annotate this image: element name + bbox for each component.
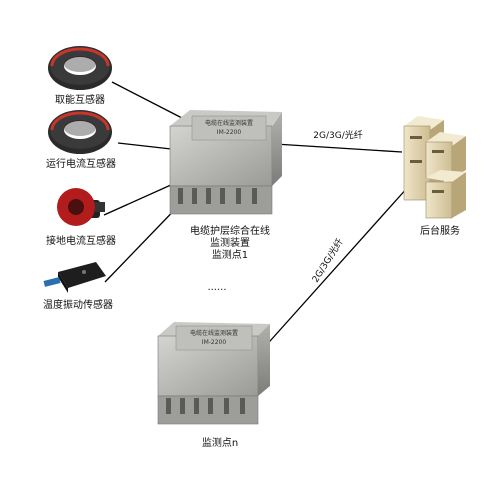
server-label: 后台服务 (420, 226, 460, 237)
sensor-label-2: 运行电流互感器 (46, 159, 116, 170)
server-cluster-icon (403, 116, 466, 219)
line-devicen-server (261, 186, 409, 351)
line-sensor2-device1 (117, 142, 181, 151)
device1-caption-line2: 监测装置 (210, 238, 250, 249)
line-device1-server (274, 143, 403, 153)
ct-coil-icon (48, 46, 112, 90)
line-sensor1-device1 (111, 81, 183, 119)
device1-plate-model: IM-2200 (217, 129, 242, 136)
sensor-label-4: 温度振动传感器 (43, 300, 113, 311)
ct-red-icon (57, 188, 105, 226)
device1-caption-line1: 电缆护层综合在线 (190, 226, 270, 237)
monitoring-device-1 (169, 110, 282, 215)
devicen-caption: 监测点n (201, 438, 239, 449)
sensor-label-1: 取能互感器 (55, 95, 105, 106)
device1-caption-line3: 监测点1 (211, 250, 249, 261)
ct-coil-icon (48, 110, 112, 154)
link-label-top: 2G/3G/光纤 (313, 129, 362, 141)
connection-lines (103, 81, 409, 351)
line-sensor3-device1 (103, 179, 183, 216)
devicen-plate-title: 电缆在线监测装置 (190, 329, 238, 337)
devicen-plate-model: IM-2200 (202, 339, 227, 346)
device1-plate-title: 电缆在线监测装置 (205, 119, 253, 127)
monitoring-device-n (157, 322, 270, 425)
more-points-ellipsis: ...... (207, 282, 226, 293)
vibration-sensor-icon (43, 262, 106, 293)
sensor-label-3: 接地电流互感器 (46, 236, 116, 247)
